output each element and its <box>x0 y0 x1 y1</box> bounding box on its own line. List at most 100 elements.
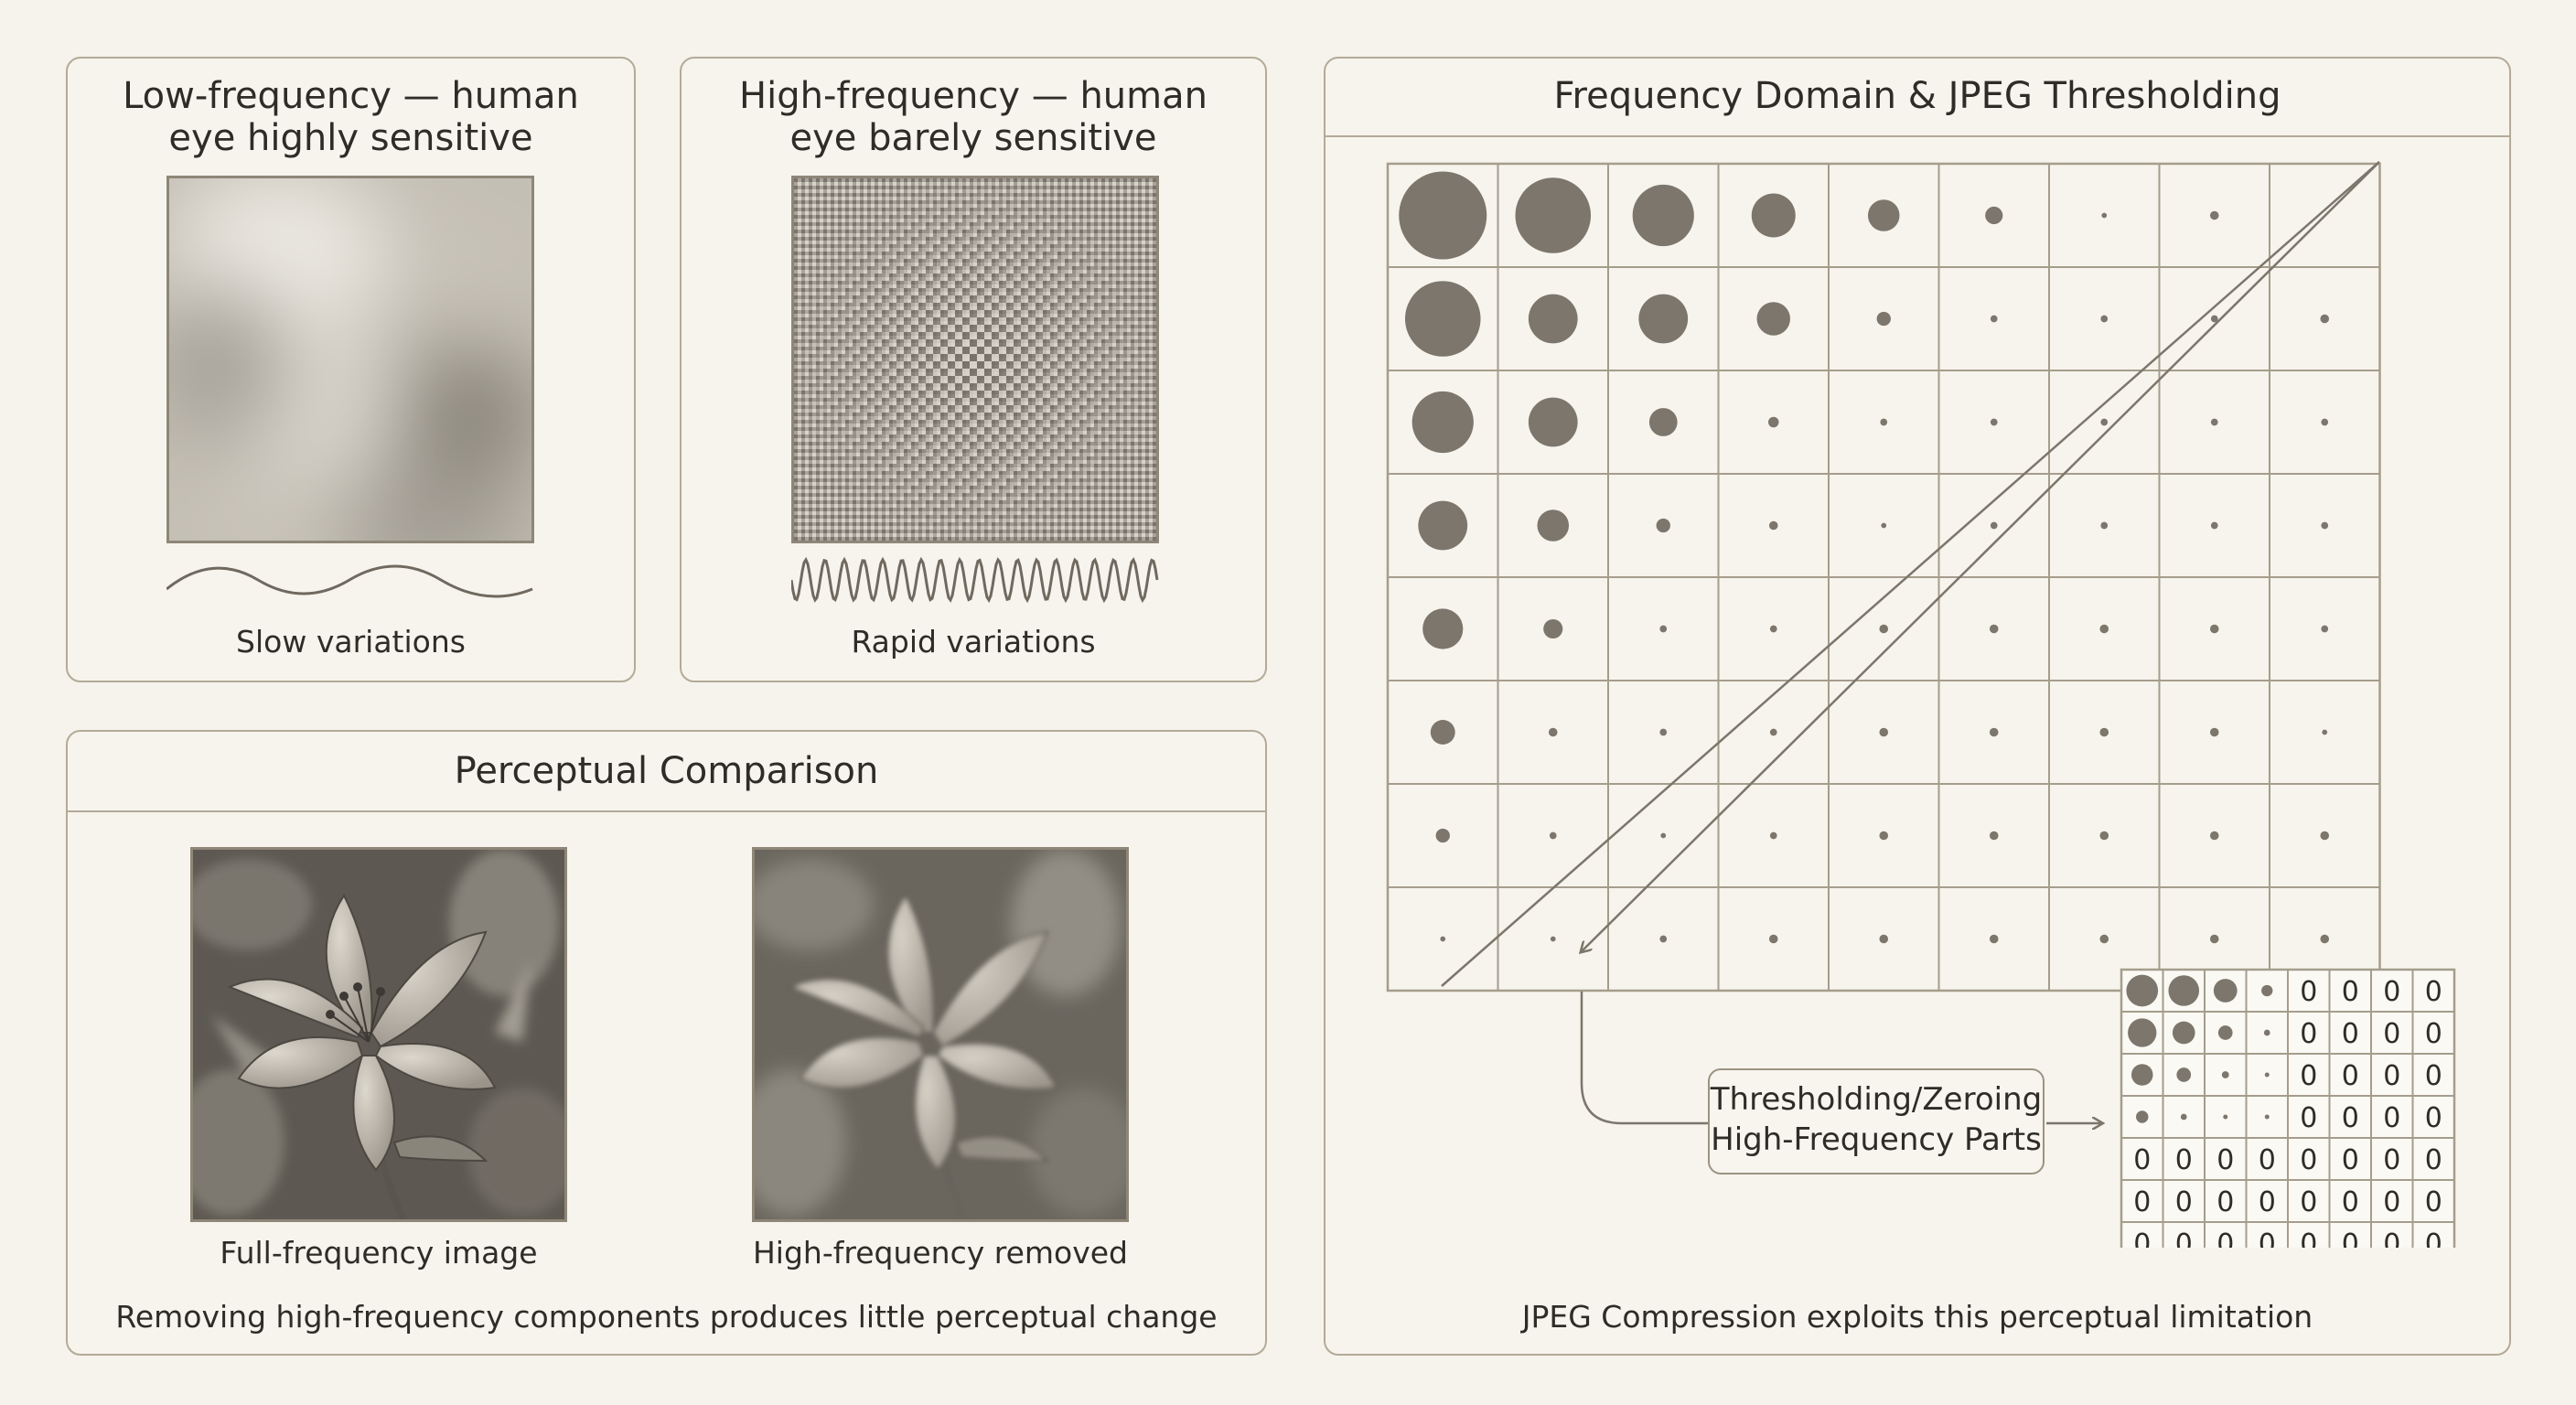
coefficient-dot <box>1768 934 1778 944</box>
coefficient-dot <box>1638 294 1689 344</box>
coefficient-dot <box>1880 418 1888 426</box>
coefficient-dot <box>2209 624 2219 634</box>
kept-coefficient-dot <box>2263 1029 2270 1036</box>
full-frequency-caption: Full-frequency image <box>220 1235 538 1271</box>
dct-coefficient-dots <box>1399 171 2330 944</box>
coefficient-dot <box>1989 624 1999 634</box>
full-frequency-image <box>190 847 567 1222</box>
coefficient-dot <box>2321 521 2329 530</box>
coefficient-dot <box>2322 729 2328 735</box>
coefficient-dot <box>1548 727 1558 737</box>
lily-flower-blurred <box>755 850 1126 1219</box>
coefficient-dot <box>1430 720 1455 745</box>
coefficient-dot <box>2099 934 2109 944</box>
coefficient-dot <box>1549 831 1557 840</box>
high-frequency-sample <box>791 176 1159 543</box>
slow-wave-icon <box>166 564 533 598</box>
checker-pattern-image <box>794 178 1156 541</box>
coefficient-dot <box>2210 521 2218 530</box>
zigzag-arrow <box>1441 161 2380 987</box>
zeroed-coefficient: 0 <box>2300 1018 2317 1050</box>
zeroed-coefficient: 0 <box>2175 1228 2193 1248</box>
zeroed-coefficient: 0 <box>2300 1228 2317 1248</box>
coefficient-dot <box>2209 727 2219 737</box>
coefficient-dot <box>1985 206 2003 225</box>
coefficient-dot <box>1435 828 1450 843</box>
zeroed-coefficient: 0 <box>2216 1186 2234 1218</box>
coefficient-dot <box>1989 727 1999 737</box>
zeroed-coefficient: 0 <box>2300 1186 2317 1218</box>
threshold-connector <box>1580 992 2101 1123</box>
coefficient-dot <box>2100 521 2109 530</box>
dct-coefficient-grid <box>1386 162 2381 992</box>
rapid-wave-icon <box>791 556 1159 604</box>
coefficient-dot <box>1768 520 1778 531</box>
coefficient-dot <box>1659 625 1668 633</box>
high-frequency-removed-caption: High-frequency removed <box>752 1235 1129 1271</box>
coefficient-dot <box>2209 831 2219 841</box>
coefficient-dot <box>2320 934 2330 944</box>
coefficient-dot <box>1881 522 1887 529</box>
kept-coefficient-dot <box>2176 1067 2192 1082</box>
coefficient-dot <box>1528 397 1578 447</box>
coefficient-dot <box>1767 416 1779 428</box>
coefficient-dot <box>1418 500 1468 551</box>
coefficient-dot <box>2100 315 2109 323</box>
comparison-header-divider <box>68 810 1265 812</box>
coefficient-dot <box>1769 625 1777 633</box>
threshold-label-line2: High-Frequency Parts <box>1711 1121 2042 1158</box>
coefficient-dot <box>1751 193 1796 238</box>
kept-coefficient-dot <box>2213 979 2238 1003</box>
zeroed-coefficient: 0 <box>2300 1060 2317 1092</box>
coefficient-dot <box>2210 418 2218 426</box>
zeroed-coefficient: 0 <box>2216 1228 2234 1248</box>
coefficient-dot <box>1440 936 1446 942</box>
zeroed-coefficient: 0 <box>2383 1102 2400 1134</box>
zeroed-coefficient: 0 <box>2383 1144 2400 1176</box>
zeroed-coefficient: 0 <box>2133 1144 2151 1176</box>
coefficient-dot <box>2209 210 2219 220</box>
coefficient-dot <box>2321 418 2329 426</box>
comparison-title: Perceptual Comparison <box>454 750 879 792</box>
kept-coefficient-dot <box>2264 1072 2270 1078</box>
kept-coefficient-dot <box>2131 1064 2153 1086</box>
coefficient-dot <box>1528 294 1578 344</box>
zeroed-coefficient: 0 <box>2383 1186 2400 1218</box>
coefficient-dot <box>2100 418 2109 426</box>
comparison-footer: Removing high-frequency components produ… <box>115 1299 1218 1335</box>
zeroed-coefficient: 0 <box>2425 1018 2442 1050</box>
coefficient-dot <box>2320 831 2330 841</box>
low-frequency-title-line1: Low-frequency — human <box>123 75 579 117</box>
low-frequency-blur-image <box>169 178 531 541</box>
coefficient-dot <box>1879 831 1889 841</box>
coefficient-dot <box>1989 934 1999 944</box>
zeroed-coefficient: 0 <box>2300 976 2317 1008</box>
kept-coefficient-dot <box>2217 1025 2233 1040</box>
high-frequency-caption: Rapid variations <box>851 624 1096 660</box>
coefficient-dot <box>1659 728 1668 736</box>
zeroed-coefficient: 0 <box>2175 1144 2193 1176</box>
kept-coefficient-dot <box>2261 984 2273 997</box>
zeroed-coefficient: 0 <box>2342 1186 2359 1218</box>
coefficient-dot <box>1879 624 1889 634</box>
coefficient-dot <box>1537 509 1570 542</box>
zeroed-coefficient: 0 <box>2425 1060 2442 1092</box>
coefficient-dot <box>1989 831 1999 841</box>
coefficient-dot <box>1404 281 1481 357</box>
zeroed-coefficient: 0 <box>2300 1102 2317 1134</box>
threshold-label-line1: Thresholding/Zeroing <box>1710 1081 2043 1118</box>
coefficient-dot <box>2210 315 2218 323</box>
coefficient-dot <box>1769 728 1777 736</box>
coefficient-dot <box>1876 311 1891 327</box>
coefficient-dot <box>1632 184 1694 247</box>
zeroed-coefficient: 0 <box>2383 1228 2400 1248</box>
zeroed-coefficient: 0 <box>2259 1228 2276 1248</box>
coefficient-dot <box>1515 177 1592 253</box>
kept-coefficient-dot <box>2136 1110 2149 1123</box>
low-frequency-caption: Slow variations <box>236 624 466 660</box>
coefficient-dot <box>2099 727 2109 737</box>
coefficient-dot <box>1756 302 1790 336</box>
kept-coefficient-dot <box>2221 1071 2229 1078</box>
